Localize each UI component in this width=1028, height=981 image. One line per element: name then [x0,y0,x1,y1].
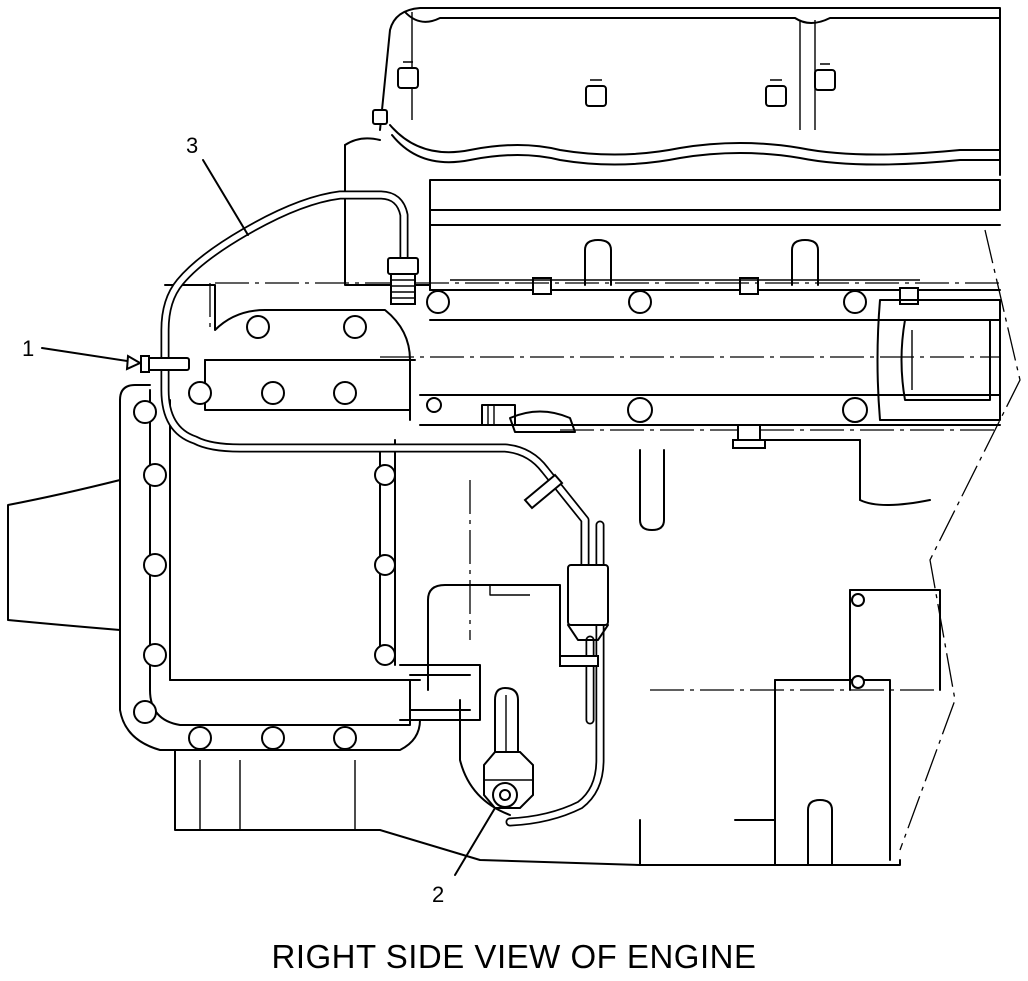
callout-leaders [41,159,496,876]
tube-clip [140,355,190,373]
left-flange [7,479,121,631]
pressure-sensor [483,687,534,809]
valve-cover-bolts [372,61,836,125]
oil-line-tube [160,190,605,827]
front-cover [119,284,421,751]
manifold-rail [419,394,1001,531]
sensor-housing [339,584,561,816]
block-right [759,439,941,691]
callout-label-3: 3 [186,133,198,158]
callout-label-1: 1 [22,336,34,361]
tube-fittings [387,257,766,667]
oil-pan [174,679,901,866]
outline-dashes [209,229,1021,851]
cylinder-head [344,137,1001,321]
cover-bolts [133,315,396,750]
diagram-caption: RIGHT SIDE VIEW OF ENGINE [271,938,757,975]
valve-cover [379,7,1001,226]
manifold-port [876,299,1001,421]
callout-label-2: 2 [432,882,444,907]
